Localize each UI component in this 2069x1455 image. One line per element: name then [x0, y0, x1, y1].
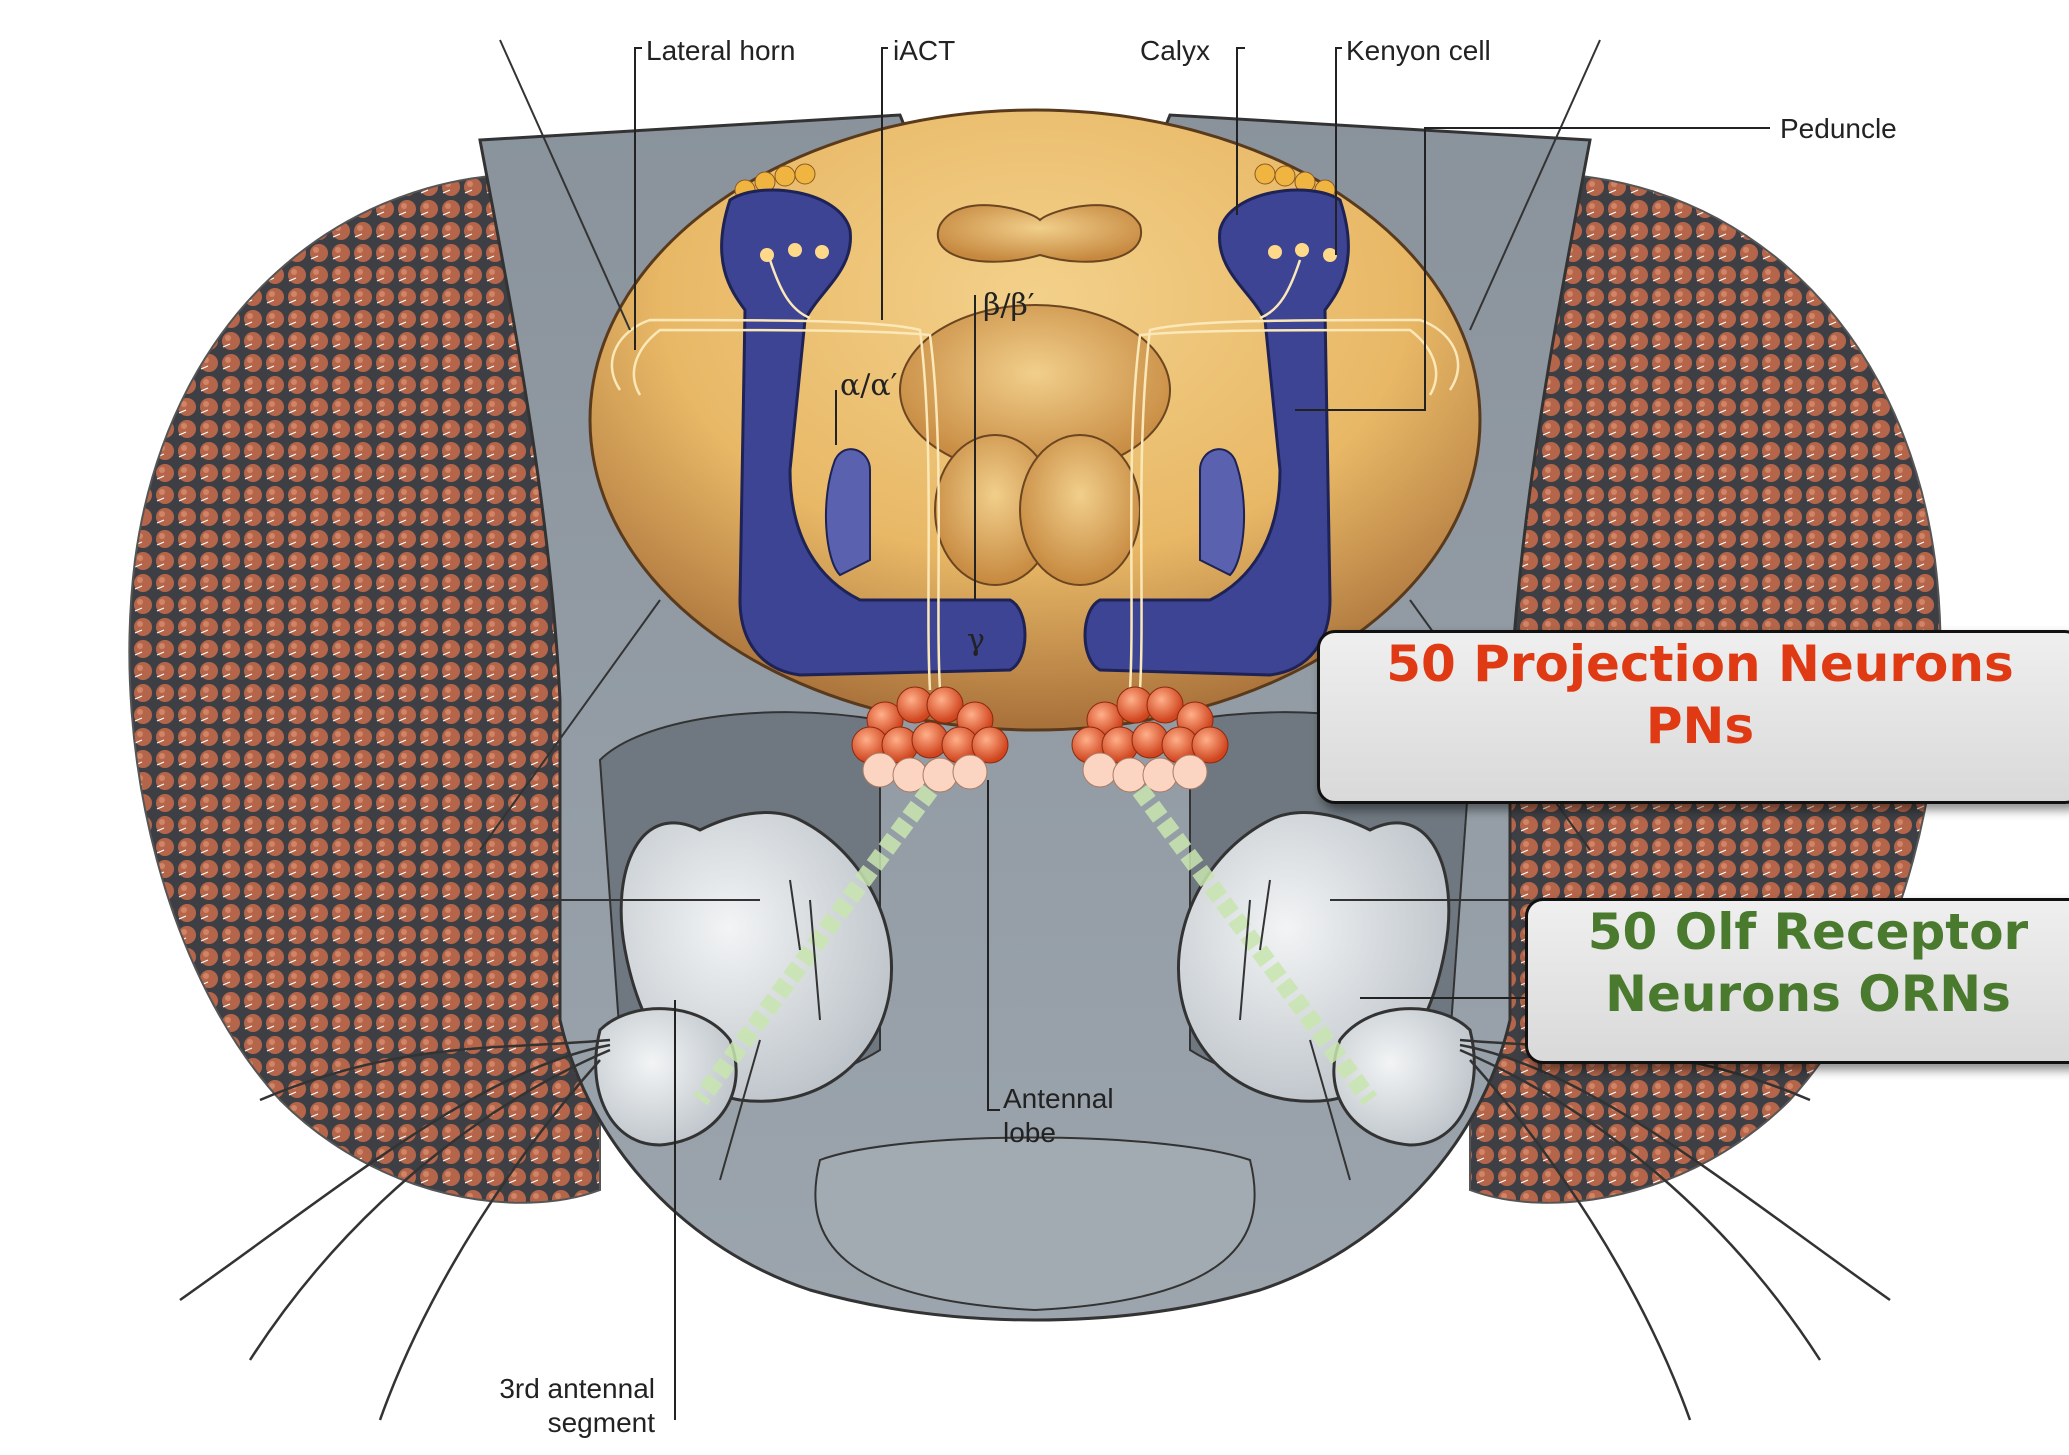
label-iact: iACT	[893, 35, 955, 66]
label-third-antennal-segment-1: 3rd antennal	[499, 1373, 655, 1404]
pn-callout-line-1: 50 Projection Neurons	[1320, 633, 2069, 695]
label-antennal-lobe-2: lobe	[1003, 1117, 1056, 1148]
orn-callout-line-1: 50 Olf Receptor	[1528, 901, 2069, 963]
orn-callout-line-2: Neurons ORNs	[1528, 963, 2069, 1025]
label-peduncle: Peduncle	[1780, 113, 1897, 144]
label-antennal-lobe-1: Antennal	[1003, 1083, 1114, 1114]
label-alpha: α/α′	[840, 368, 898, 403]
label-lateral-horn: Lateral horn	[646, 35, 795, 66]
label-gamma: γ	[967, 623, 985, 658]
label-kenyon-cell: Kenyon cell	[1346, 35, 1491, 66]
olfactory-receptor-neurons-callout: 50 Olf Receptor Neurons ORNs	[1525, 898, 2069, 1064]
label-third-antennal-segment-2: segment	[548, 1407, 656, 1438]
label-beta: β/β′	[983, 288, 1035, 323]
label-calyx: Calyx	[1140, 35, 1210, 66]
pn-callout-line-2: PNs	[1320, 695, 2069, 757]
projection-neurons-callout: 50 Projection Neurons PNs	[1317, 630, 2069, 804]
